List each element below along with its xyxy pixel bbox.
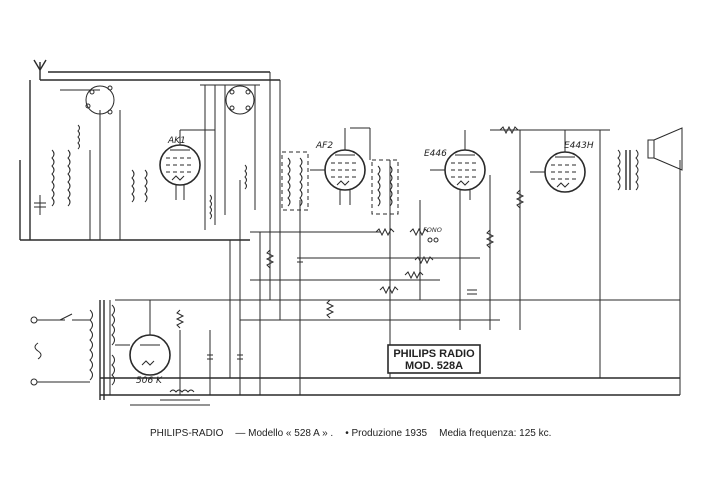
antenna-symbol	[33, 59, 47, 80]
power-transformer	[89, 299, 180, 400]
caption-production: • Produzione 1935	[345, 428, 428, 439]
tube-e443h	[530, 130, 586, 193]
nameplate-line1: PHILIPS RADIO	[393, 348, 475, 360]
label-506k: 506 K	[136, 376, 163, 386]
label-e446: E446	[424, 149, 447, 159]
tube-e446	[430, 130, 486, 200]
caption-if-frequency: Media frequenza: 125 kc.	[439, 428, 552, 439]
tube-af2	[310, 128, 366, 205]
filter-network	[179, 299, 230, 395]
nameplate-line2: MOD. 528A	[405, 360, 463, 372]
caption-line: PHILIPS-RADIO — Modello « 528 A » . • Pr…	[150, 428, 620, 444]
input-tuning-section	[19, 80, 148, 240]
loudspeaker-symbol	[647, 127, 683, 171]
fono-jack	[427, 237, 439, 243]
output-transformer	[617, 149, 639, 191]
caption-model: — Modello « 528 A » .	[235, 428, 334, 439]
mains-input	[30, 313, 90, 386]
resistor-network	[175, 125, 525, 360]
if-transformer-1	[281, 151, 309, 211]
tube-ak1	[159, 129, 215, 200]
field-coil	[130, 389, 210, 406]
label-ak1: AK1	[167, 136, 186, 146]
label-e443h: E443H	[564, 141, 594, 151]
nameplate-box: PHILIPS RADIO MOD. 528A	[387, 344, 481, 374]
label-fono: FONO	[423, 226, 442, 234]
caption-brand: PHILIPS-RADIO	[150, 428, 224, 439]
tube-506k	[129, 300, 171, 376]
if-transformer-2	[371, 159, 399, 215]
oscillator-switch-section	[200, 84, 260, 230]
wiring-buses	[20, 71, 681, 396]
label-af2: AF2	[315, 141, 333, 151]
